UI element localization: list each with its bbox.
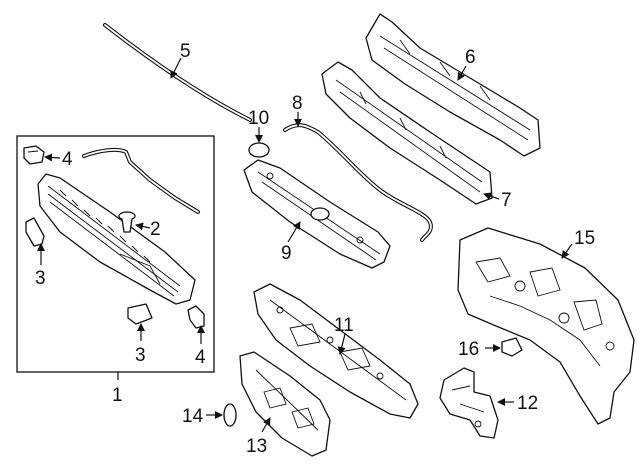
leader-6	[457, 65, 467, 81]
part-4-clip-bottom	[187, 305, 205, 329]
leader-2	[135, 222, 151, 231]
callout-15: 15	[574, 228, 595, 249]
part-3-left	[25, 217, 45, 247]
part-8-hose	[283, 123, 433, 242]
part-13-lower-insulator	[239, 351, 331, 457]
callout-12: 12	[517, 393, 538, 414]
part-4-clip-top	[23, 145, 45, 165]
part-1-cowl-panel	[37, 173, 196, 305]
part-2-clip	[118, 211, 136, 233]
callout-3-bottom: 3	[135, 345, 146, 366]
callout-1: 1	[112, 385, 123, 406]
part-6-cross-member-upper	[365, 13, 541, 157]
leader-4a	[44, 153, 61, 162]
leader-13	[261, 417, 271, 433]
part-5-seal	[103, 23, 252, 122]
leader-15	[561, 243, 573, 259]
assembly-box	[16, 135, 215, 373]
callout-4-bottom: 4	[195, 347, 206, 368]
leader-9	[287, 221, 301, 243]
callout-14: 14	[182, 406, 204, 427]
part-14-plug	[223, 403, 237, 427]
leader-7	[483, 192, 500, 201]
callout-3-left: 3	[35, 268, 46, 289]
callout-5: 5	[180, 41, 191, 62]
part-10-grommet	[248, 142, 270, 158]
callout-2: 2	[150, 219, 161, 240]
callout-10: 10	[248, 108, 269, 129]
part-15-dash-insulator	[457, 227, 635, 425]
part-3-bottom	[127, 303, 153, 325]
callout-8: 8	[292, 93, 303, 114]
callout-13: 13	[246, 436, 267, 457]
callout-4-top: 4	[62, 149, 73, 170]
callout-7: 7	[501, 190, 512, 211]
callout-11: 11	[334, 315, 354, 336]
leader-5	[170, 57, 182, 79]
leader-11	[337, 333, 346, 355]
part-16-clip	[501, 337, 523, 357]
callout-6: 6	[465, 47, 476, 68]
part-12-bracket	[439, 367, 499, 439]
callout-16: 16	[458, 339, 479, 360]
callout-9: 9	[281, 243, 292, 264]
part-9-cowl-bracket	[243, 159, 391, 269]
part-7-cross-member-lower	[321, 61, 493, 205]
wire-rod	[82, 147, 200, 214]
